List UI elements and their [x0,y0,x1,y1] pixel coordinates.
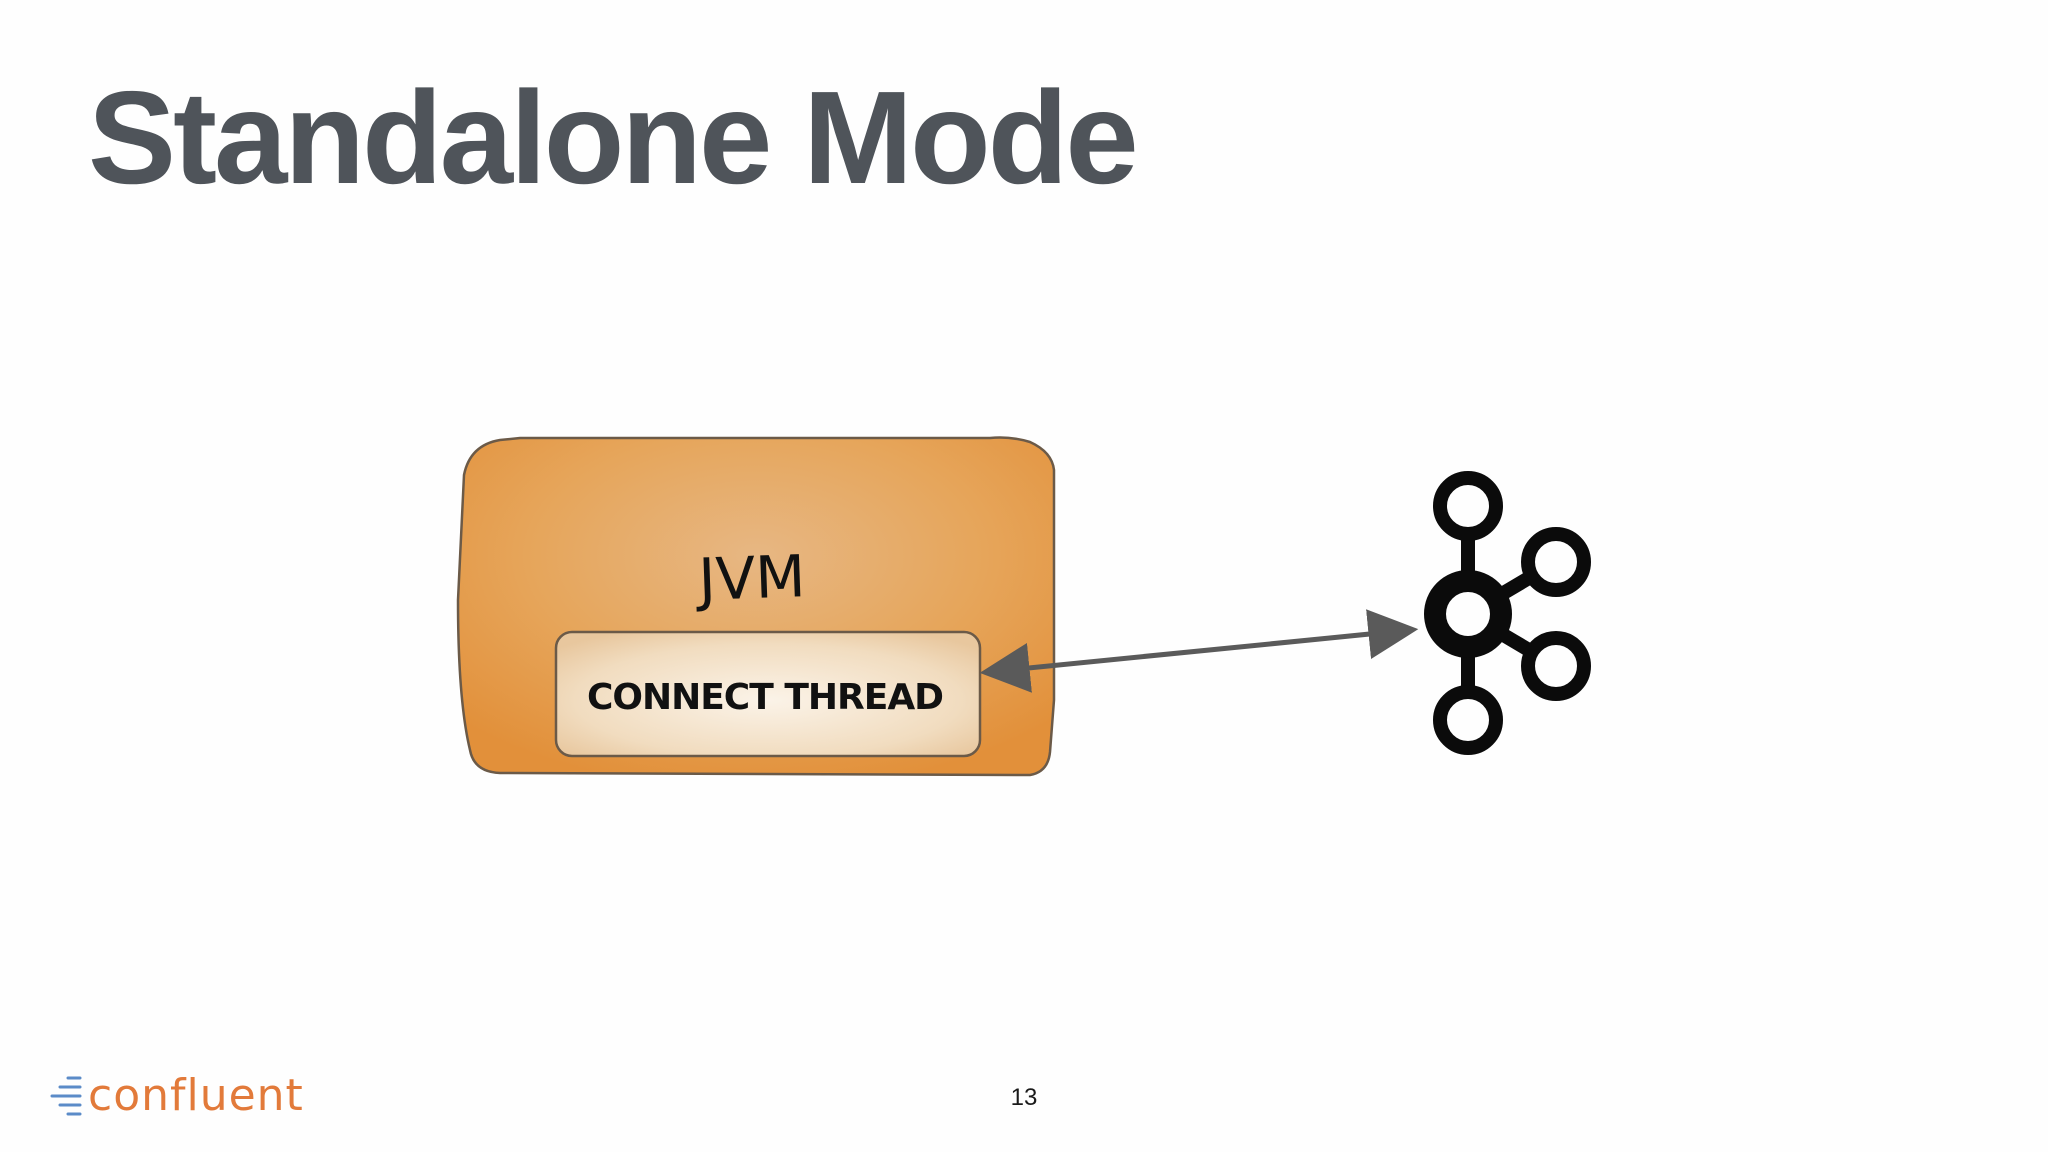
page-number: 13 [1010,1084,1038,1111]
connect-thread-box [554,630,982,758]
kafka-logo-icon [1424,471,1591,755]
confluent-logo: confluent [50,1070,320,1128]
connection-arrow [979,609,1419,693]
confluent-mark-icon [50,1076,82,1116]
confluent-wordmark: confluent [88,1070,304,1121]
slide-title: Standalone Mode [88,64,1139,211]
jvm-label: JVM [694,542,806,614]
connect-thread-label: CONNECT THREAD [587,677,943,718]
